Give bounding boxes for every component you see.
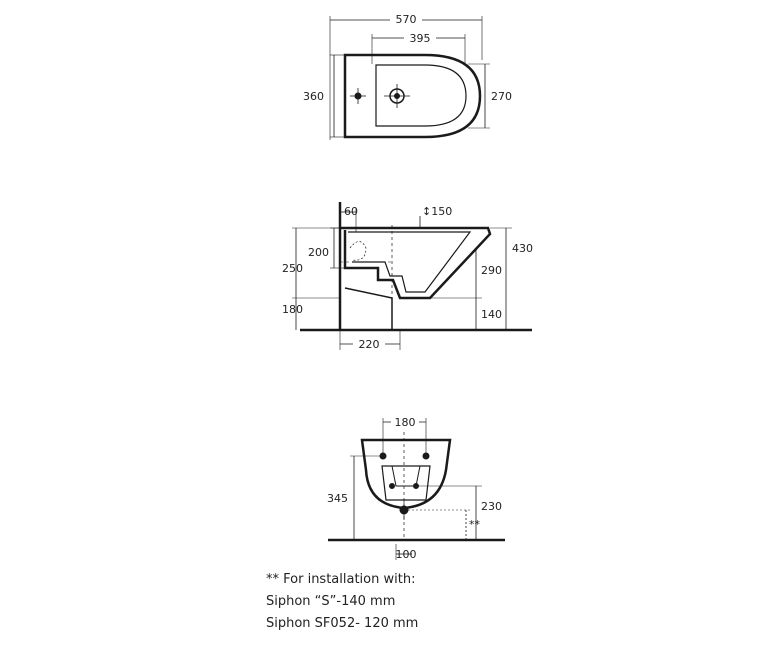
dim-rim-height: 430 <box>512 242 533 255</box>
dim-outlet-height: 290 <box>481 264 502 277</box>
dim-body-height: 250 <box>282 262 303 275</box>
dim-siphon-mark: ** <box>469 518 481 531</box>
side-view: 60 ↕150 200 430 250 290 180 140 220 <box>282 202 533 351</box>
dim-front-outlet-height: 230 <box>481 500 502 513</box>
dim-outlet-bottom: 140 <box>481 308 502 321</box>
top-view: 570 395 360 270 <box>303 12 512 140</box>
dim-width: 360 <box>303 90 324 103</box>
dim-wall-gap: 60 <box>344 205 358 218</box>
dim-bottom-height: 180 <box>282 303 303 316</box>
dim-tap-height: ↕150 <box>422 205 452 218</box>
front-view-outline <box>360 438 452 510</box>
top-view-outline <box>343 53 482 139</box>
dim-inner-length: 395 <box>410 32 431 45</box>
dim-length: 570 <box>396 13 417 26</box>
note-line-2: Siphon “S”-140 mm <box>266 594 396 609</box>
dim-front-height: 345 <box>327 492 348 505</box>
drain-icon <box>389 88 405 104</box>
note-line-1: ** For installation with: <box>266 572 416 587</box>
dim-bolt-spacing: 180 <box>395 416 416 429</box>
tap-hole-icon <box>354 92 362 100</box>
dim-inner-width: 270 <box>491 90 512 103</box>
note-line-3: Siphon SF052- 120 mm <box>266 616 419 631</box>
dim-outlet-spacing: 100 <box>396 548 417 561</box>
top-view-bowl <box>375 64 467 127</box>
front-view: 180 345 230 ** 100 <box>327 415 505 561</box>
side-view-outline <box>340 226 492 300</box>
dim-bowl-depth: 200 <box>308 246 329 259</box>
dim-base-depth: 220 <box>359 338 380 351</box>
